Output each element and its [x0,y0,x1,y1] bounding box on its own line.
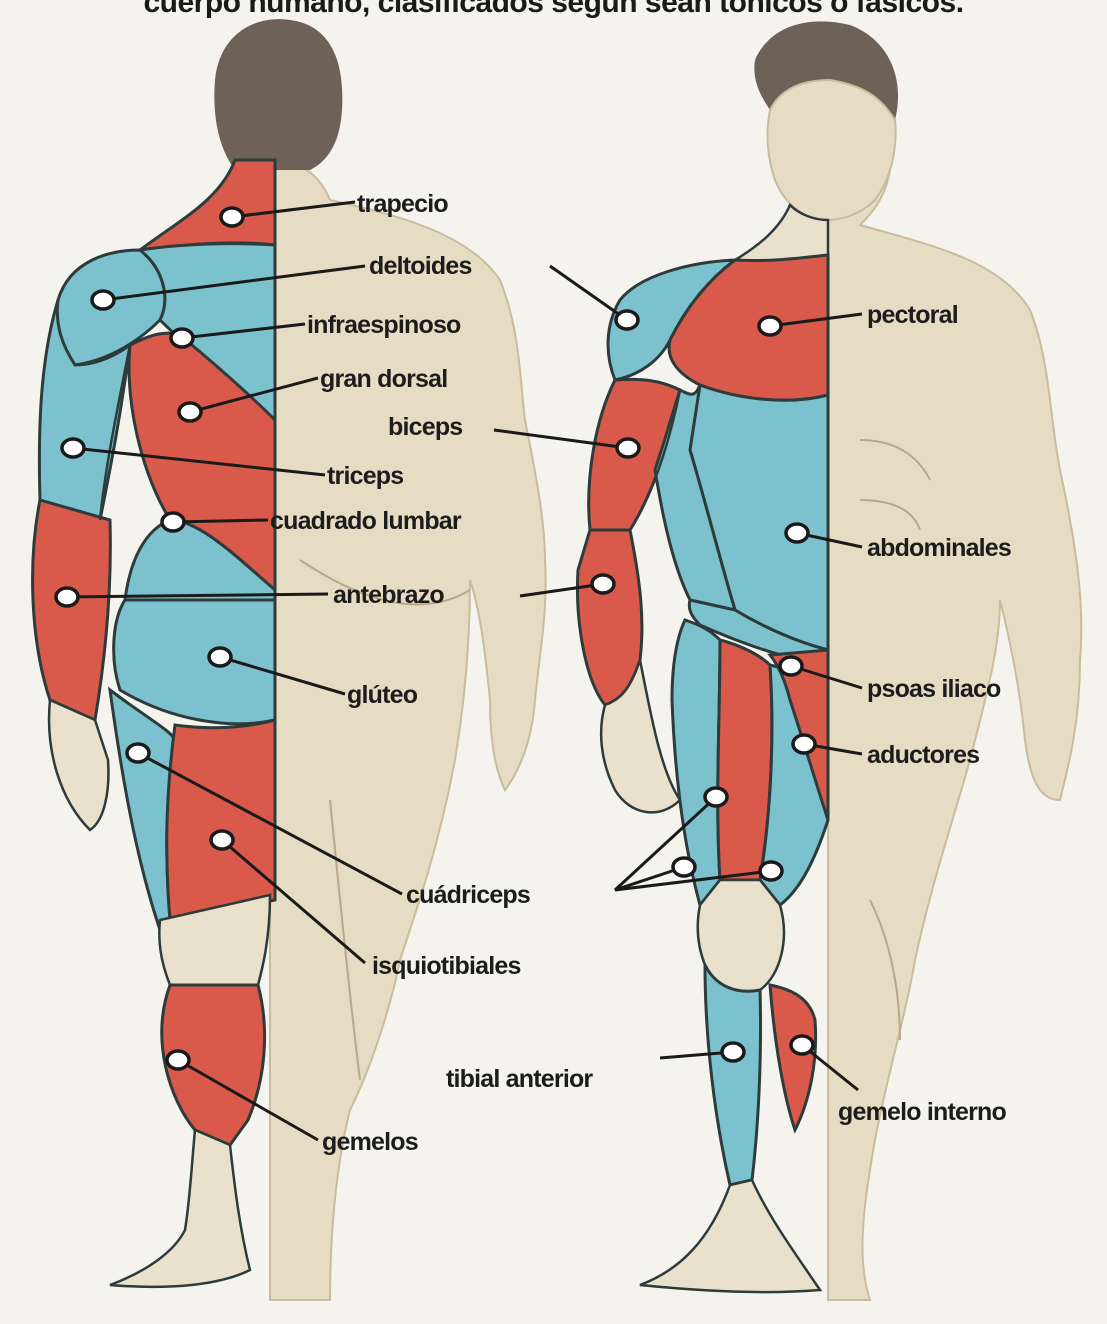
label-aductores: aductores [867,741,979,769]
marker-isquiotibiales [211,831,233,849]
label-deltoides: deltoides [369,252,472,280]
marker-antebrazo-front [592,575,614,593]
back-hand [49,700,108,830]
marker-psoas-iliaco [780,657,802,675]
marker-cuadriceps-front-2 [673,858,695,876]
back-gluteus-shape [114,600,275,724]
marker-cuadrado-lumbar [162,513,184,531]
label-trapecio: trapecio [357,190,448,218]
marker-tibial-anterior [722,1043,744,1061]
marker-antebrazo-back [56,588,78,606]
front-tibialis-shape [705,965,761,1185]
label-gluteo: glúteo [347,681,418,709]
label-tibial-anterior: tibial anterior [446,1065,593,1093]
marker-trapecio [221,208,243,226]
marker-gran-dorsal [179,403,201,421]
back-hamstring-shape [167,720,275,920]
marker-triceps [62,439,84,457]
marker-abdominales [786,524,808,542]
marker-cuadriceps-front-3 [760,862,782,880]
marker-aductores [793,735,815,753]
back-forearm-shape [33,500,111,720]
label-isquiotibiales: isquiotibiales [372,952,521,980]
label-gran-dorsal: gran dorsal [320,365,447,393]
label-gemelo-interno: gemelo interno [838,1098,1007,1126]
front-face [768,80,896,220]
label-triceps: triceps [327,462,403,490]
back-ankle [110,1130,250,1287]
label-psoas-iliaco: psoas iliaco [867,675,1001,703]
label-gemelos: gemelos [322,1128,418,1156]
label-cuadriceps: cuádriceps [406,881,530,909]
label-biceps: biceps [388,413,462,441]
label-antebrazo: antebrazo [333,581,444,609]
label-abdominales: abdominales [867,534,1011,562]
label-pectoral: pectoral [867,301,958,329]
marker-gemelo-interno [791,1036,813,1054]
label-infraespinoso: infraespinoso [307,311,461,339]
marker-deltoides-front [616,311,638,329]
back-trapezius-shape [140,160,275,250]
label-cuadrado-lumbar: cuadrado lumbar [270,507,462,535]
marker-cuadriceps-front-1 [705,788,727,806]
marker-pectoral [759,317,781,335]
marker-biceps [617,439,639,457]
marker-cuadriceps-back [127,744,149,762]
front-foot [640,1180,820,1292]
back-thigh-quad-shape [110,690,175,930]
marker-gemelos [167,1051,189,1069]
marker-infraespinoso [171,329,193,347]
back-head [214,19,342,170]
marker-deltoides-back [92,291,114,309]
marker-gluteo [209,648,231,666]
front-gastrocnemius-shape [770,985,816,1130]
